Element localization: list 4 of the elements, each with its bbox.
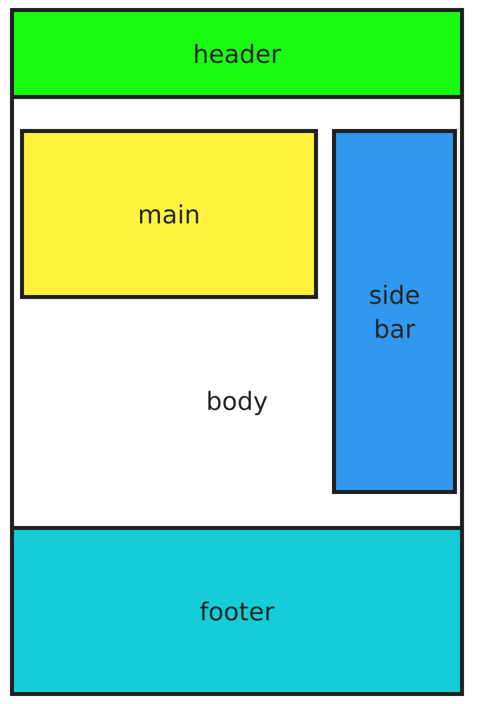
footer-box: footer bbox=[10, 526, 464, 696]
header-box: header bbox=[10, 8, 464, 99]
sidebar-box: side bar bbox=[332, 129, 457, 494]
main-box: main bbox=[20, 129, 318, 299]
